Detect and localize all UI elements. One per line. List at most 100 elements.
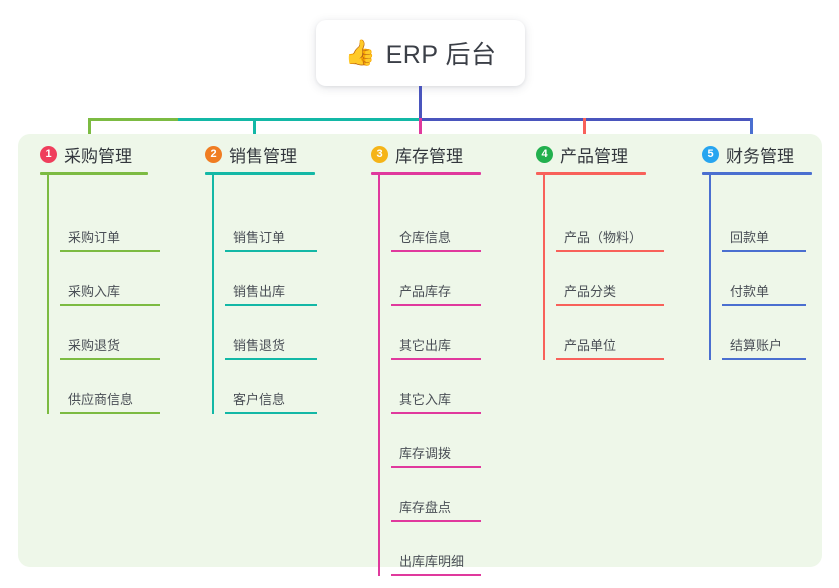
leaf-label: 产品分类 (564, 284, 617, 299)
leaf-rule (225, 358, 317, 360)
leaf-label: 其它出库 (399, 338, 452, 353)
leaf-rule (722, 304, 806, 306)
branch-title-1: 采购管理 (64, 147, 132, 166)
leaf-label: 仓库信息 (399, 230, 452, 245)
leaf-label: 供应商信息 (68, 392, 134, 407)
leaf-item[interactable]: 产品库存 (391, 270, 481, 306)
leaf-item[interactable]: 仓库信息 (391, 216, 481, 252)
leaf-rule (391, 466, 481, 468)
leaf-rule (391, 358, 481, 360)
leaf-label: 其它入库 (399, 392, 452, 407)
branch-spine-4 (543, 175, 545, 360)
leaf-item[interactable]: 其它出库 (391, 324, 481, 360)
leaf-item[interactable]: 客户信息 (225, 378, 317, 414)
leaf-rule (391, 304, 481, 306)
leaf-label: 采购退货 (68, 338, 121, 353)
branch-title-4: 产品管理 (560, 147, 628, 166)
branch-rule-3 (371, 172, 481, 175)
leaf-item[interactable]: 回款单 (722, 216, 806, 252)
leaf-rule (556, 304, 664, 306)
leaf-label: 产品（物料） (564, 230, 643, 245)
branch-rule-5 (702, 172, 812, 175)
leaf-item[interactable]: 付款单 (722, 270, 806, 306)
leaf-rule (60, 358, 160, 360)
leaf-label: 销售退货 (233, 338, 286, 353)
leaf-rule (722, 358, 806, 360)
leaf-item[interactable]: 采购订单 (60, 216, 160, 252)
leaf-label: 销售订单 (233, 230, 286, 245)
leaf-rule (60, 412, 160, 414)
leaf-label: 采购入库 (68, 284, 121, 299)
leaf-label: 采购订单 (68, 230, 121, 245)
leaf-rule (225, 304, 317, 306)
segment-sales (178, 118, 419, 121)
leaf-item[interactable]: 库存盘点 (391, 486, 481, 522)
leaf-rule (391, 412, 481, 414)
drop-product (583, 118, 586, 144)
root-title: ERP 后台 (385, 41, 497, 69)
thumbs-up-icon: 👍 (344, 38, 376, 67)
drop-purchasing (88, 118, 91, 144)
leaf-rule (60, 304, 160, 306)
root-node[interactable]: 👍 ERP 后台 (316, 20, 525, 86)
leaf-label: 结算账户 (730, 338, 783, 353)
leaf-item[interactable]: 供应商信息 (60, 378, 160, 414)
branch-header-1[interactable]: 1 采购管理 (40, 142, 132, 167)
leaf-item[interactable]: 出库库明细 (391, 540, 481, 576)
branch-rule-1 (40, 172, 148, 175)
branch-spine-2 (212, 175, 214, 414)
branch-rule-4 (536, 172, 646, 175)
leaf-rule (556, 250, 664, 252)
leaf-rule (391, 250, 481, 252)
branch-title-2: 销售管理 (229, 147, 297, 166)
leaf-rule (225, 412, 317, 414)
branch-rule-2 (205, 172, 315, 175)
leaf-label: 产品库存 (399, 284, 452, 299)
leaf-item[interactable]: 产品单位 (556, 324, 664, 360)
leaf-item[interactable]: 销售退货 (225, 324, 317, 360)
root-stem (419, 86, 422, 120)
leaf-label: 产品单位 (564, 338, 617, 353)
leaf-label: 回款单 (730, 230, 770, 245)
leaf-label: 库存调拨 (399, 446, 452, 461)
branch-badge-1: 1 (40, 146, 57, 163)
leaf-label: 客户信息 (233, 392, 286, 407)
leaf-rule (225, 250, 317, 252)
branch-header-3[interactable]: 3 库存管理 (371, 142, 463, 167)
branch-header-4[interactable]: 4 产品管理 (536, 142, 628, 167)
leaf-item[interactable]: 销售出库 (225, 270, 317, 306)
branch-badge-2: 2 (205, 146, 222, 163)
segment-purchasing (88, 118, 178, 121)
branch-spine-1 (47, 175, 49, 414)
leaf-rule (60, 250, 160, 252)
leaf-label: 出库库明细 (399, 554, 465, 569)
leaf-item[interactable]: 销售订单 (225, 216, 317, 252)
branch-badge-3: 3 (371, 146, 388, 163)
branch-title-5: 财务管理 (726, 147, 794, 166)
branches-panel: 1 采购管理采购订单采购入库采购退货供应商信息 2 销售管理销售订单销售出库销售退货客… (18, 134, 822, 576)
leaf-rule (391, 520, 481, 522)
branch-header-5[interactable]: 5 财务管理 (702, 142, 794, 167)
drop-sales (253, 118, 256, 144)
leaf-label: 付款单 (730, 284, 770, 299)
branch-badge-5: 5 (702, 146, 719, 163)
leaf-item[interactable]: 产品（物料） (556, 216, 664, 252)
leaf-item[interactable]: 采购退货 (60, 324, 160, 360)
leaf-label: 销售出库 (233, 284, 286, 299)
leaf-item[interactable]: 其它入库 (391, 378, 481, 414)
leaf-item[interactable]: 库存调拨 (391, 432, 481, 468)
leaf-item[interactable]: 结算账户 (722, 324, 806, 360)
branch-badge-4: 4 (536, 146, 553, 163)
leaf-label: 库存盘点 (399, 500, 452, 515)
leaf-rule (391, 574, 481, 576)
leaf-item[interactable]: 产品分类 (556, 270, 664, 306)
leaf-rule (722, 250, 806, 252)
branch-spine-3 (378, 175, 380, 576)
leaf-item[interactable]: 采购入库 (60, 270, 160, 306)
branch-title-3: 库存管理 (395, 147, 463, 166)
branch-header-2[interactable]: 2 销售管理 (205, 142, 297, 167)
drop-inventory (419, 118, 422, 144)
drop-finance (750, 118, 753, 144)
branch-spine-5 (709, 175, 711, 360)
